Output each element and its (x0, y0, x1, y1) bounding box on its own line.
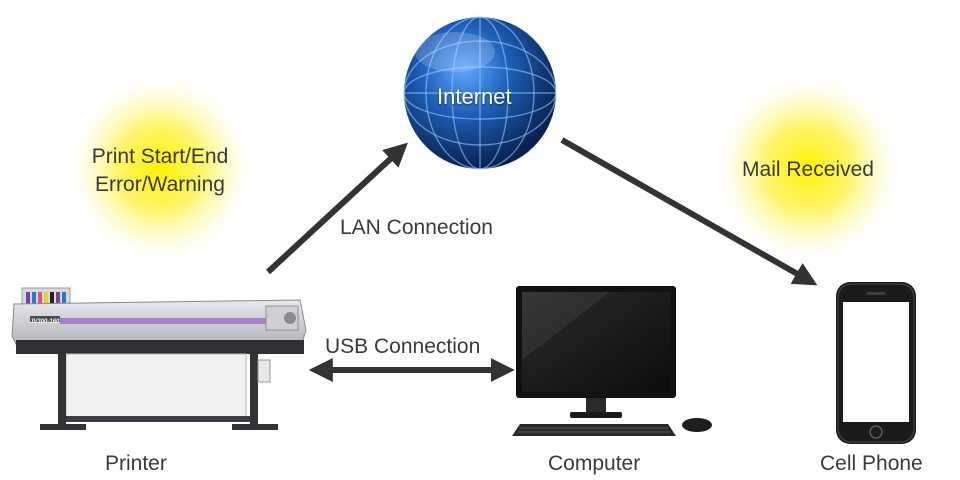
computer-label: Computer (548, 452, 641, 475)
cell-phone-icon (836, 282, 916, 444)
computer-icon (512, 286, 712, 436)
printer-icon (11, 287, 307, 430)
phone-notification-glow (713, 73, 903, 263)
internet-globe-icon (403, 16, 557, 170)
printer-notification-glow (65, 73, 255, 263)
lan-arrow (265, 142, 408, 275)
printer-label: Printer (105, 452, 167, 475)
printer-notification-line-2: Error/Warning (95, 173, 225, 196)
usb-connection-label: USB Connection (325, 335, 481, 358)
phone-notification-text: Mail Received (742, 158, 874, 181)
lan-connection-label: LAN Connection (340, 216, 493, 239)
cell-phone-label: Cell Phone (820, 452, 923, 475)
printer-model-label: JV300-160 (30, 319, 60, 325)
internet-label: Internet (437, 84, 512, 109)
mail-arrow (560, 137, 818, 286)
printer-notification-line-1: Print Start/End (91, 145, 229, 168)
printer-notification-text: Print Start/End Error/Warning (70, 143, 250, 199)
